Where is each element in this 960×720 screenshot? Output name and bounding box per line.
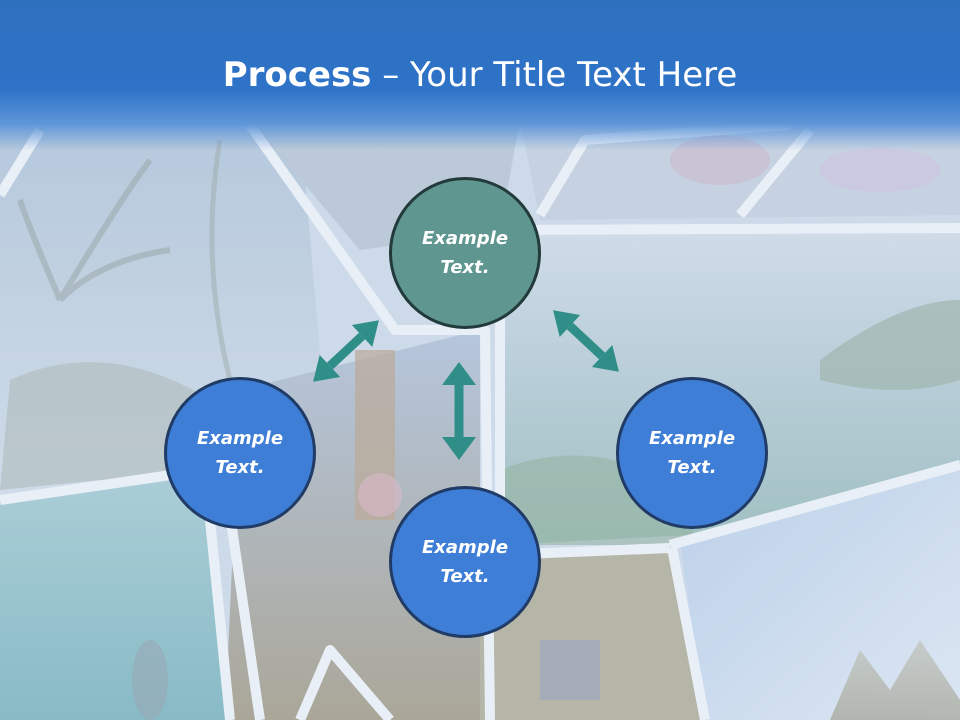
title-rest: – Your Title Text Here	[371, 55, 738, 95]
slide-title[interactable]: Process – Your Title Text Here	[0, 52, 960, 98]
double-arrow-vertical[interactable]	[442, 362, 476, 460]
double-arrow-top-left[interactable]	[303, 309, 389, 392]
title-banner	[0, 0, 960, 150]
double-arrow-top-right[interactable]	[543, 299, 629, 382]
title-bold: Process	[222, 55, 372, 95]
process-node-left[interactable]: Example Text.	[164, 377, 316, 529]
process-node-top[interactable]: Example Text.	[389, 177, 541, 329]
process-node-bottom[interactable]: Example Text.	[389, 486, 541, 638]
process-node-right[interactable]: Example Text.	[616, 377, 768, 529]
